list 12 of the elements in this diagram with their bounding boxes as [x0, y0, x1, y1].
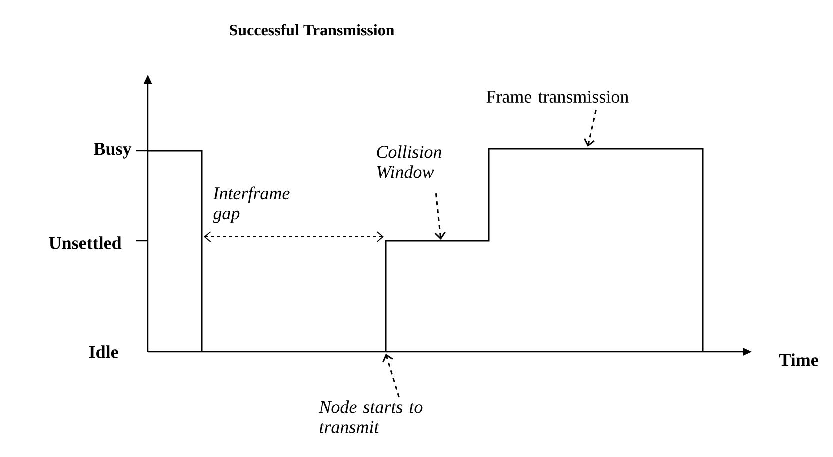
annotation-text: Frame transmission	[486, 90, 629, 104]
annotation-text: Interframe gap	[213, 186, 290, 224]
leader-line	[434, 194, 446, 240]
axis-label: Idle	[89, 346, 118, 358]
chart-title: Successful Transmission	[230, 24, 395, 36]
leader-line	[382, 354, 400, 398]
axis-label: Busy	[94, 143, 132, 159]
leader-line	[584, 110, 597, 147]
annotation-text: Node starts to transmit	[319, 400, 423, 434]
axis-label: Unsettled	[49, 236, 122, 250]
annotation-text: Collision Window	[377, 146, 442, 178]
axis-label: Time	[779, 354, 818, 366]
